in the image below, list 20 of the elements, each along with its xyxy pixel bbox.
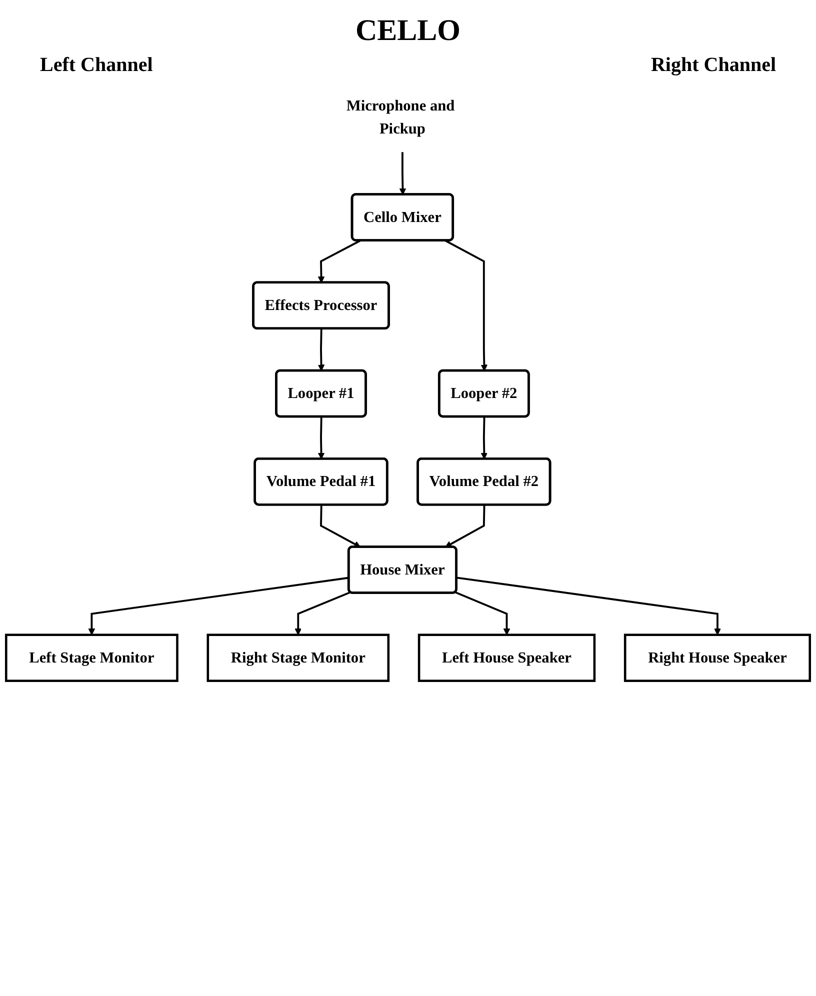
- arrow: [318, 240, 361, 284]
- arrow: [399, 152, 406, 195]
- arrow: [88, 576, 350, 636]
- arrow: [480, 416, 488, 460]
- arrow: [320, 504, 361, 548]
- arrow: [456, 576, 721, 636]
- node-box: Left House Speaker: [418, 634, 596, 682]
- arrow: [444, 240, 488, 372]
- node-box: Right House Speaker: [624, 634, 812, 682]
- node-text: Microphone and Pickup: [346, 98, 455, 138]
- arrow: [294, 591, 351, 636]
- arrow: [445, 504, 486, 548]
- arrow: [454, 591, 510, 636]
- node-box: Left Stage Monitor: [4, 634, 178, 682]
- arrow: [318, 328, 325, 372]
- channel-label: Left Channel: [40, 54, 153, 77]
- channel-label: Right Channel: [650, 54, 776, 77]
- node-box: Right Stage Monitor: [206, 634, 390, 682]
- arrow: [318, 416, 325, 460]
- diagram-title: CELLO: [354, 14, 462, 48]
